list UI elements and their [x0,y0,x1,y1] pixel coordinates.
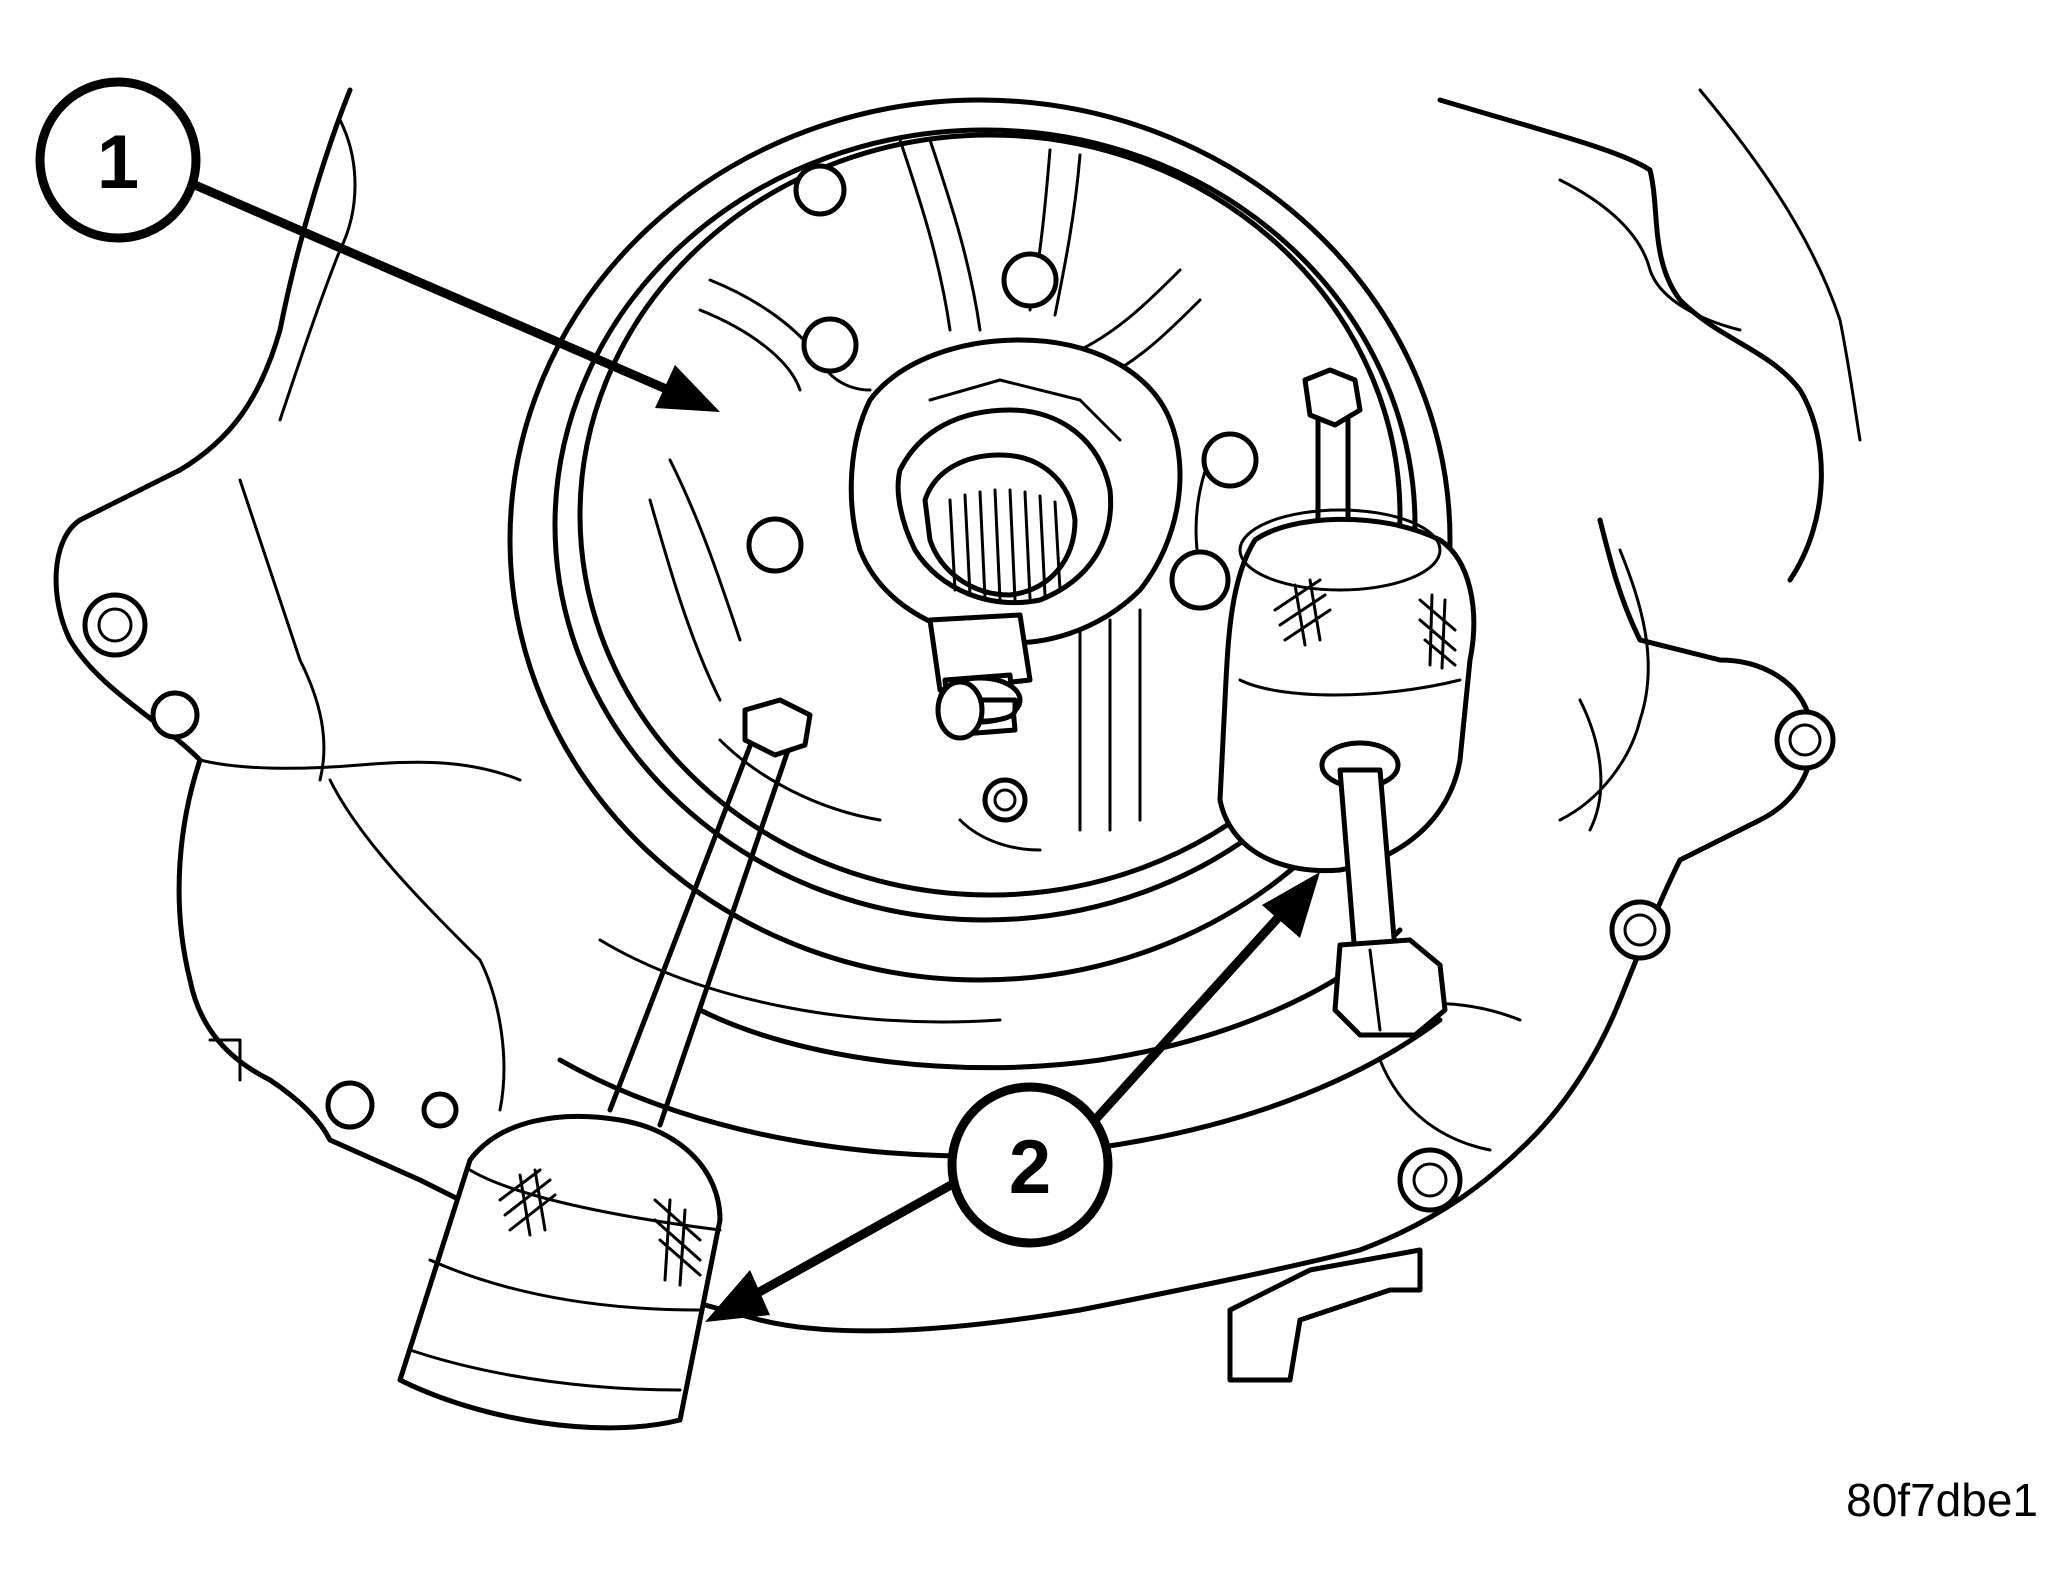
pump-hub [848,337,1183,741]
figure-id-label: 80f7dbe1 [1846,1474,2038,1526]
callout-2-label: 2 [1009,1125,1051,1210]
input-shaft-splines [948,488,1062,602]
slide-hammer-right [1217,367,1477,1038]
slide-hammer-left [397,697,813,1431]
lower-bracket [1227,1247,1423,1383]
case-bolt-holes [82,592,1836,1213]
callout-1-label: 1 [97,120,139,205]
callout-1: 1 [35,77,720,412]
callout-2: 2 [705,872,1320,1322]
pump-ribs [648,138,1259,852]
